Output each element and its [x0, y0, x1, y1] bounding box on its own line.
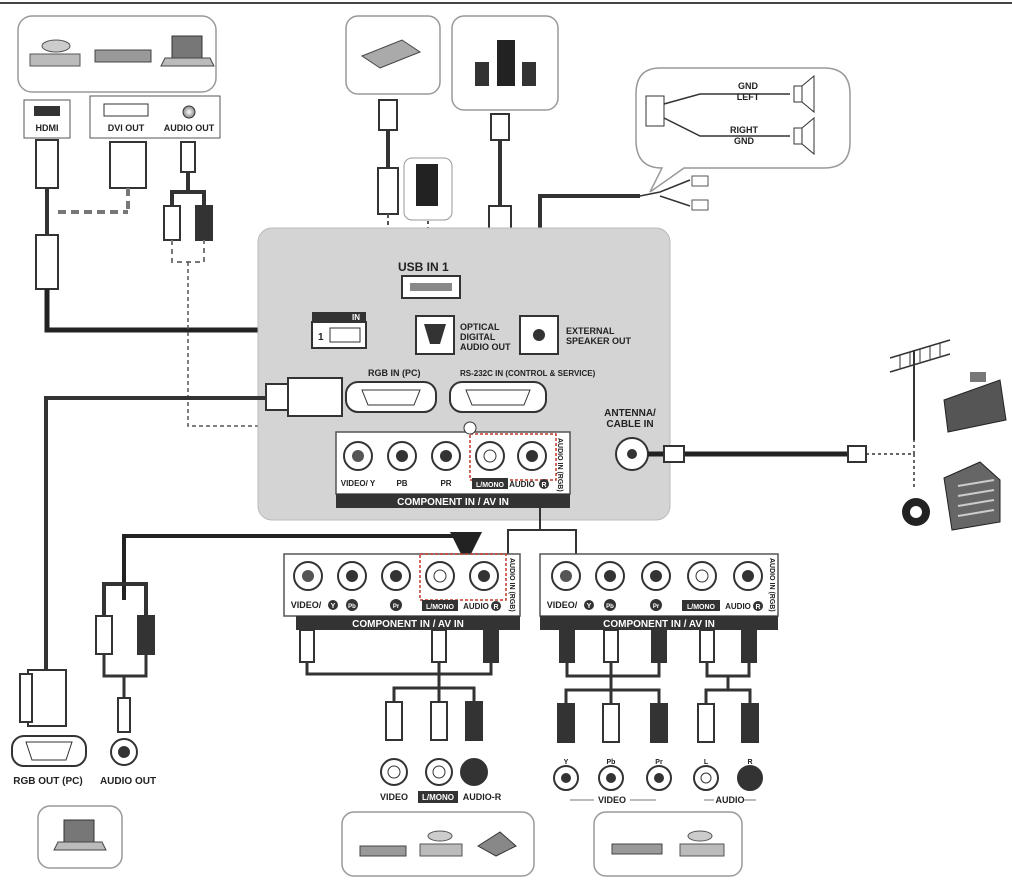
tv-lmono-label: L/MONO: [476, 482, 505, 489]
rgb-out-label: RGB OUT (PC): [13, 776, 82, 787]
cj-pr-label: Pr: [655, 759, 663, 766]
component-left-panel: COMPONENT IN / AV IN VIDEO/ Y Pb Pr L/MO…: [283, 553, 521, 630]
tv-pr-label: PR: [440, 479, 451, 488]
pc-audio-out-label: AUDIO OUT: [100, 776, 156, 787]
antenna-icon: [889, 339, 951, 440]
gnd-label-top: GND: [738, 81, 759, 91]
tv-rear-panel: USB IN 1 OPTICAL DIGITAL AUDIO OUT EXTER…: [257, 227, 671, 521]
cj-video-label: VIDEO: [598, 795, 626, 805]
cr-audio-label: AUDIO: [725, 602, 751, 611]
speaker-system-box: [451, 15, 559, 111]
cl-r-label: R: [493, 604, 498, 611]
cl-audio-in-rgb-label: AUDIO IN (RGB): [508, 558, 515, 612]
av-jacks: VIDEO L/MONO AUDIO-R: [380, 758, 502, 803]
house-icon: [943, 372, 1007, 433]
cr-lmono-label: L/MONO: [687, 604, 716, 611]
av-video-label: VIDEO: [380, 792, 408, 802]
cl-pb-label: Pb: [348, 604, 356, 610]
tv-video-y-label: VIDEO/ Y: [341, 479, 376, 488]
speaker-out-label-1: EXTERNAL: [566, 326, 615, 336]
component-left-cables: [299, 629, 499, 741]
cr-pb-label: Pb: [606, 604, 614, 610]
component-right-panel: COMPONENT IN / AV IN VIDEO/ Y Pb Pr L/MO…: [539, 553, 779, 630]
usb-stick-icon: [403, 157, 453, 236]
hdmi-port-number: 1: [318, 332, 324, 343]
cl-pr-label: Pr: [393, 604, 400, 610]
dvd-player-icon: [29, 39, 81, 67]
satellite-dish-icon: [902, 498, 930, 526]
rgb-in-port[interactable]: [345, 381, 437, 413]
speaker-out-label-2: SPEAKER OUT: [566, 336, 632, 346]
av-lmono-label: L/MONO: [422, 793, 454, 802]
gnd-label-bottom: GND: [734, 136, 755, 146]
hdmi-label: HDMI: [36, 123, 59, 133]
rgb-pc-cable: [19, 396, 266, 727]
tv-audio-label: AUDIO: [509, 480, 535, 489]
component-devices-box: [593, 811, 743, 877]
component-left-bar-label: COMPONENT IN / AV IN: [352, 619, 464, 630]
optical-label-3: AUDIO OUT: [460, 342, 511, 352]
cj-pb-label: Pb: [607, 759, 616, 766]
hdmi-cable: [35, 139, 320, 350]
cj-l-label: L: [704, 759, 709, 766]
antenna-cable: [648, 370, 915, 490]
cl-lmono-label: L/MONO: [426, 604, 455, 611]
audio-out-label: AUDIO OUT: [164, 123, 215, 133]
laptop-bottom-box: [37, 805, 123, 869]
antenna-label-2: CABLE IN: [606, 419, 653, 430]
cl-video-label: VIDEO/: [291, 600, 322, 610]
av-devices-box: [341, 811, 535, 877]
component-right-bar-label: COMPONENT IN / AV IN: [603, 619, 715, 630]
cl-y-label: Y: [331, 603, 336, 610]
av-audio-r-label: AUDIO-R: [463, 792, 502, 802]
cl-audio-label: AUDIO: [463, 602, 489, 611]
tv-component-bar-label: COMPONENT IN / AV IN: [397, 497, 509, 508]
speaker-callout: GND LEFT RIGHT GND: [635, 67, 851, 211]
mini-speakers-icon: [691, 175, 709, 211]
speaker-left-icon: [793, 74, 815, 114]
left-label: LEFT: [737, 92, 760, 102]
dvi-adapter: [58, 141, 147, 214]
source-devices-box: [17, 15, 217, 93]
source-ports: HDMI DVI OUT AUDIO OUT: [23, 95, 221, 139]
cr-video-label: VIDEO/: [547, 600, 578, 610]
cj-r-jack[interactable]: [737, 765, 763, 791]
cj-audio-label: AUDIO: [716, 795, 745, 805]
hdd-box: [345, 15, 441, 95]
cj-y-label: Y: [564, 759, 569, 766]
rgb-in-label: RGB IN (PC): [368, 368, 421, 378]
rgb-out-pc-port: RGB OUT (PC): [11, 735, 87, 787]
component-jacks: Y Pb Pr L R VIDEO AUDIO: [553, 759, 763, 805]
component-right-cables: [557, 629, 759, 743]
vga-plug: [265, 377, 343, 417]
rs232-label: RS-232C IN (CONTROL & SERVICE): [460, 369, 596, 378]
optical-label-1: OPTICAL: [460, 322, 500, 332]
antenna-label-1: ANTENNA/: [604, 408, 656, 419]
hdmi-in-label: IN: [352, 313, 360, 322]
tv-audio-in-rgb-label: AUDIO IN (RGB): [556, 438, 563, 492]
cr-audio-in-rgb-label: AUDIO IN (RGB): [768, 558, 775, 612]
speaker-right-icon: [793, 116, 815, 156]
laptop-icon: [160, 35, 215, 67]
cj-r-label: R: [747, 759, 752, 766]
set-top-box-icon: [94, 49, 152, 63]
cr-y-label: Y: [587, 603, 592, 610]
rs232-port[interactable]: [449, 381, 547, 413]
right-label: RIGHT: [730, 125, 759, 135]
tv-pb-label: PB: [396, 479, 407, 488]
usb-in-label: USB IN 1: [398, 260, 449, 274]
dvi-out-label: DVI OUT: [108, 123, 145, 133]
optical-label-2: DIGITAL: [460, 332, 496, 342]
tv-r-label: R: [541, 482, 546, 489]
av-audio-r-jack[interactable]: [460, 758, 488, 786]
cr-r-label: R: [755, 604, 760, 611]
building-icon: [943, 461, 1001, 531]
cr-pr-label: Pr: [653, 604, 660, 610]
pc-audio-cable: AUDIO OUT: [95, 532, 482, 787]
